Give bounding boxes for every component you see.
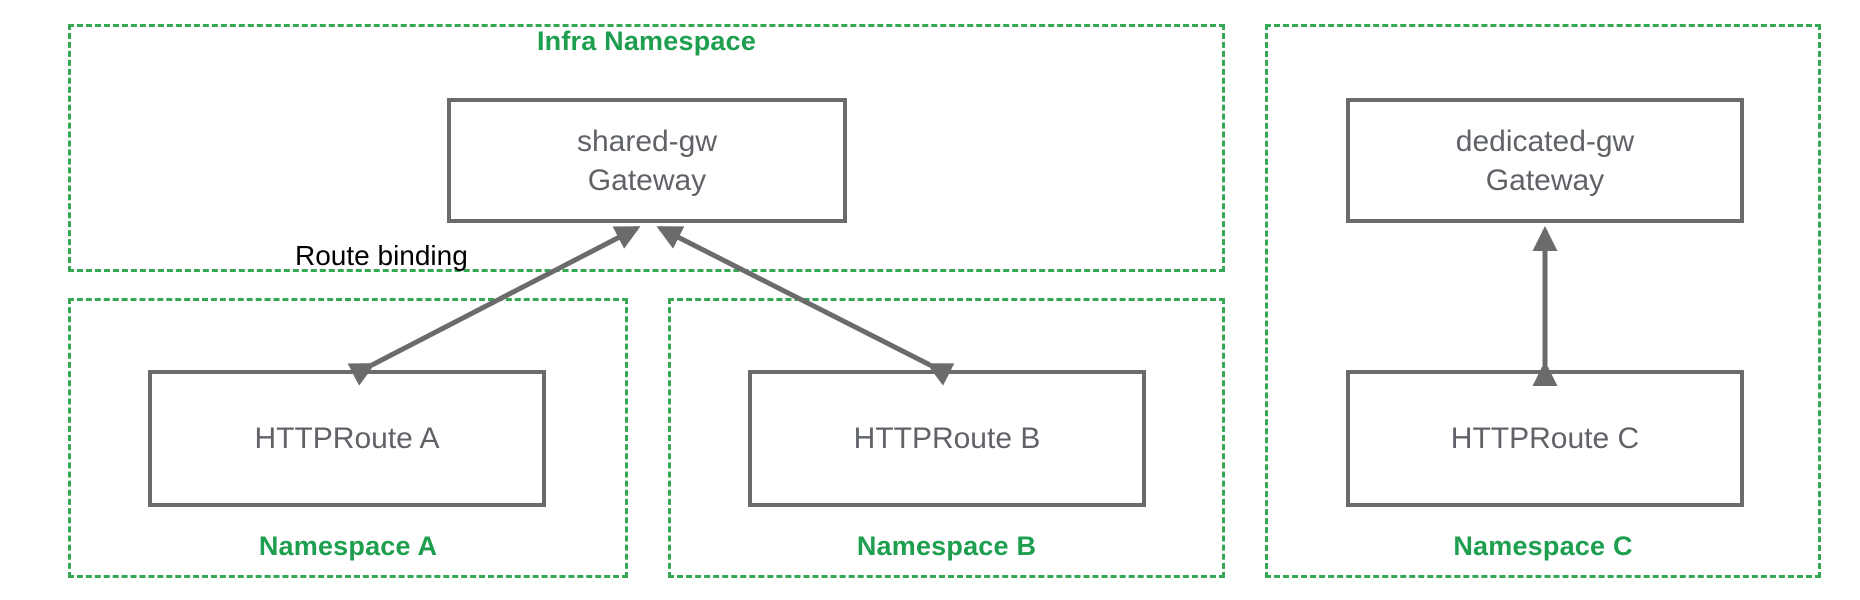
httproute-a-node[interactable]: HTTPRoute A (148, 370, 546, 507)
dedicated-gw-kind: Gateway (1485, 163, 1605, 197)
namespace-a-label: Namespace A (258, 531, 438, 561)
dedicated-gw-name: dedicated-gw (1455, 124, 1635, 158)
namespace-c-label: Namespace C (1453, 531, 1633, 561)
route-binding-annotation: Route binding (295, 240, 468, 271)
namespace-b-label: Namespace B (856, 531, 1037, 561)
httproute-c-node[interactable]: HTTPRoute C (1346, 370, 1744, 507)
namespace-c-container (1265, 24, 1821, 578)
httproute-b-label: HTTPRoute B (853, 422, 1041, 455)
httproute-c-label: HTTPRoute C (1450, 422, 1640, 455)
dedicated-gw-gateway-node[interactable]: dedicated-gw Gateway (1346, 98, 1744, 223)
shared-gw-kind: Gateway (587, 163, 707, 197)
shared-gw-gateway-node[interactable]: shared-gw Gateway (447, 98, 847, 223)
namespace-infra-container (68, 24, 1225, 272)
shared-gw-name: shared-gw (576, 124, 718, 158)
httproute-a-label: HTTPRoute A (254, 422, 440, 455)
namespace-infra-label: Infra Namespace (536, 26, 757, 56)
httproute-b-node[interactable]: HTTPRoute B (748, 370, 1146, 507)
